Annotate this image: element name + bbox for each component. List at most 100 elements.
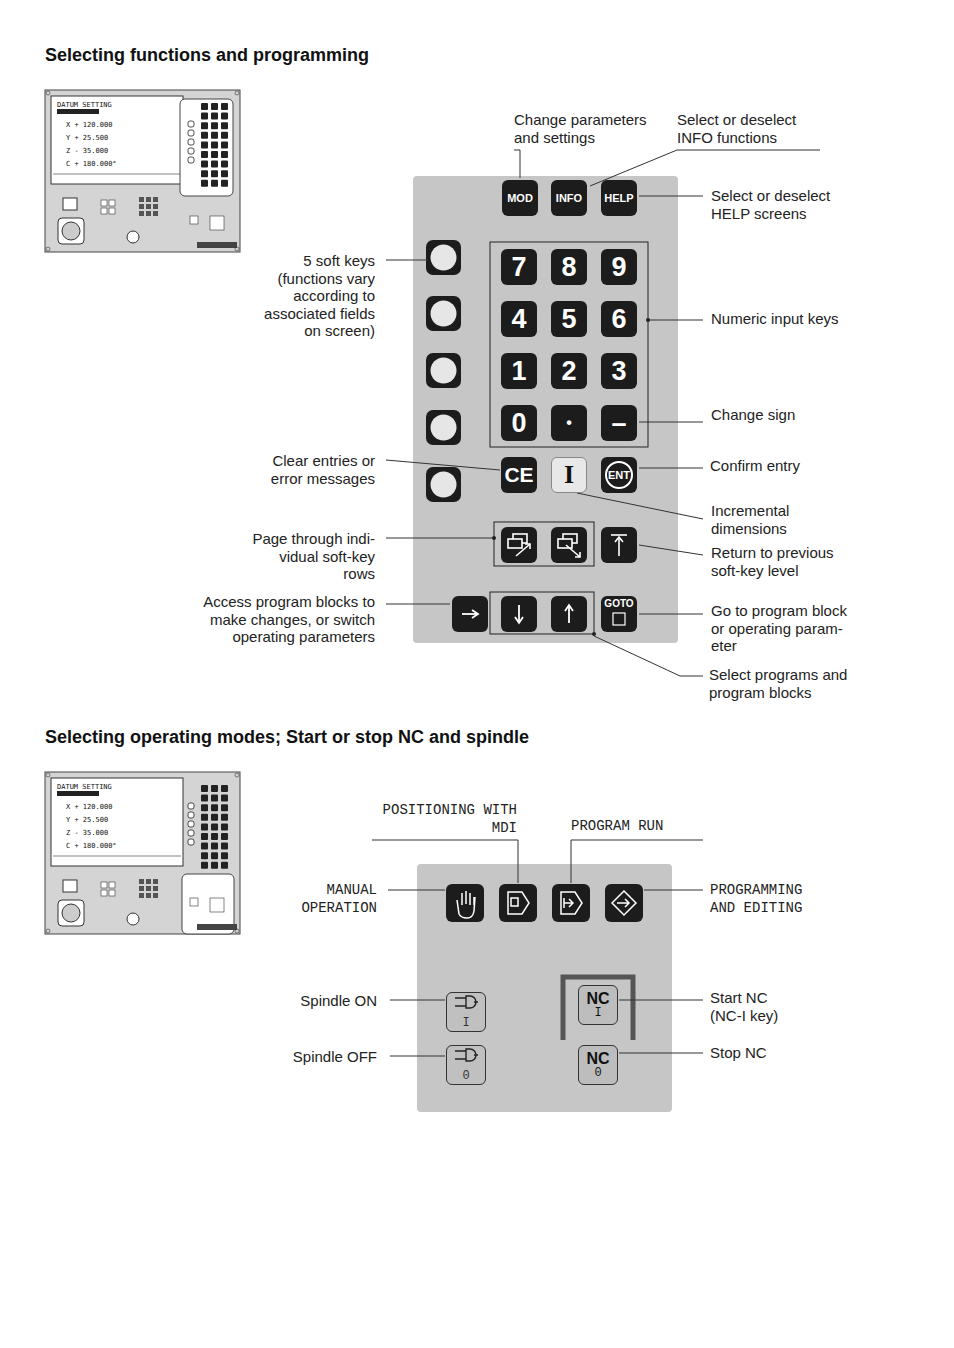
drawing-stroke <box>211 795 218 802</box>
drawing-stroke <box>153 204 158 209</box>
drawing-stroke <box>63 198 77 210</box>
soft-key <box>426 410 461 445</box>
drawing-stroke <box>146 893 151 898</box>
digit-key: 8 <box>551 249 587 285</box>
drawing-stroke <box>46 929 50 933</box>
soft-key <box>426 240 461 275</box>
drawing-stroke <box>190 898 198 906</box>
drawing-stroke <box>188 812 194 818</box>
key-label: I <box>462 1016 469 1030</box>
drawing-stroke <box>211 103 218 110</box>
drawing-stroke <box>211 132 218 139</box>
digit-key: 4 <box>501 301 537 337</box>
digit-key: 0 <box>501 405 537 441</box>
drawing-stroke <box>221 852 228 859</box>
key: NC0 <box>578 1045 618 1085</box>
drawing-stroke <box>211 170 218 177</box>
drawing-stroke <box>201 161 208 168</box>
drawing-stroke <box>211 823 218 830</box>
callout-label: Return to previous soft-key level <box>711 544 851 579</box>
drawing-stroke <box>431 472 457 498</box>
key-label: I <box>594 1007 601 1020</box>
key-label: NC <box>586 990 609 1007</box>
mode-label: PROGRAMMING AND EDITING <box>710 882 820 917</box>
drawing-stroke <box>201 180 208 187</box>
drawing-stroke <box>139 204 144 209</box>
arrow-keys <box>452 596 637 632</box>
key-label: GOTO <box>604 598 633 609</box>
drawing-stroke <box>221 151 228 158</box>
callout-label: Stop NC <box>710 1044 830 1062</box>
drawing-stroke <box>146 886 151 891</box>
drawing-stroke <box>146 211 151 216</box>
key: NCI <box>578 985 618 1025</box>
screen-readout: Z - 35.000 <box>66 147 108 155</box>
section-heading: Selecting operating modes; Start or stop… <box>45 726 529 748</box>
drawing-stroke <box>190 216 198 224</box>
drawing-stroke <box>127 231 139 243</box>
function-key: INFO <box>551 180 587 216</box>
drawing-stroke <box>221 814 228 821</box>
thumbnail-panel <box>45 90 240 252</box>
drawing-stroke <box>153 886 158 891</box>
key-label: 5 <box>561 304 576 335</box>
drawing-stroke <box>139 879 144 884</box>
digit-key: – <box>601 405 637 441</box>
thumbnail-screen <box>51 96 183 184</box>
drawing-stroke <box>188 121 194 127</box>
drawing-stroke <box>221 804 228 811</box>
drawing-stroke <box>221 843 228 850</box>
key-label: HELP <box>604 192 633 204</box>
drawing-stroke <box>139 197 144 202</box>
key: I <box>551 457 587 493</box>
drawing-stroke <box>201 785 208 792</box>
drawing-stroke <box>139 893 144 898</box>
thumbnail-screen <box>51 778 183 866</box>
drawing-stroke <box>431 358 457 384</box>
drawing-stroke <box>221 161 228 168</box>
drawing-stroke <box>221 141 228 148</box>
drawing-stroke <box>431 301 457 327</box>
callout-label: Confirm entry <box>710 457 860 475</box>
drawing-stroke <box>201 823 208 830</box>
key-label: 3 <box>611 356 626 387</box>
drawing-stroke <box>63 880 77 892</box>
drawing-stroke <box>146 879 151 884</box>
drawing-stroke <box>210 216 224 230</box>
digit-key: 6 <box>601 301 637 337</box>
drawing-stroke <box>235 929 239 933</box>
screen-readout: C + 180.000° <box>66 160 117 168</box>
drawing-stroke <box>221 132 228 139</box>
drawing-stroke <box>101 200 107 206</box>
key-label: 6 <box>611 304 626 335</box>
key-label: • <box>566 414 572 432</box>
drawing-stroke <box>153 211 158 216</box>
key: I <box>446 992 486 1032</box>
drawing-stroke <box>201 141 208 148</box>
callout-label: Access program blocks to make changes, o… <box>180 593 375 646</box>
drawing-stroke <box>58 218 84 244</box>
drawing-stroke <box>188 830 194 836</box>
drawing-stroke <box>221 122 228 129</box>
callout-label: Numeric input keys <box>711 310 871 328</box>
drawing-stroke <box>211 804 218 811</box>
drawing-stroke <box>201 132 208 139</box>
callout-label: Select or deselect INFO functions <box>677 111 827 146</box>
screen-readout: X + 120.000 <box>66 803 112 811</box>
drawing-stroke <box>211 833 218 840</box>
callout-label: Select or deselect HELP screens <box>711 187 861 222</box>
screen-readout: X + 120.000 <box>66 121 112 129</box>
key-label: 8 <box>561 252 576 283</box>
page-keys <box>501 527 637 563</box>
screen-readout: Y + 25.500 <box>66 134 108 142</box>
callout-label: Change parameters and settings <box>514 111 664 146</box>
drawing-stroke <box>188 803 194 809</box>
group-bracket <box>490 242 648 447</box>
drawing-stroke <box>201 852 208 859</box>
drawing-stroke <box>201 814 208 821</box>
soft-key <box>426 467 461 502</box>
drawing-stroke <box>188 821 194 827</box>
drawing-stroke <box>221 795 228 802</box>
drawing-stroke <box>188 157 194 163</box>
drawing-stroke <box>62 222 80 240</box>
